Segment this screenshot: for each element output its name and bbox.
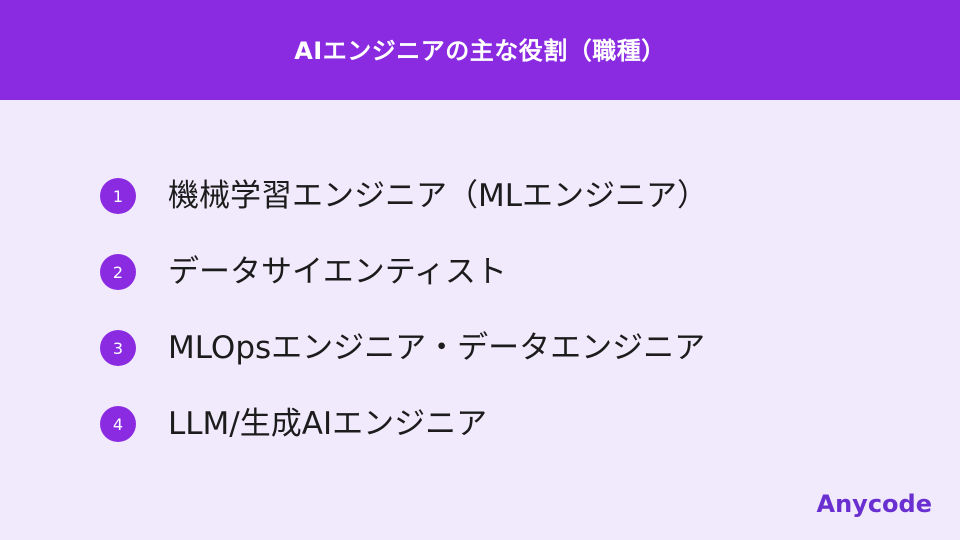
number-badge: 2	[100, 254, 136, 290]
role-list: 1 機械学習エンジニア（MLエンジニア） 2 データサイエンティスト 3 MLO…	[100, 176, 880, 480]
header-bar: AIエンジニアの主な役割（職種）	[0, 0, 960, 100]
brand-logo: Anycode	[816, 490, 932, 518]
list-item: 2 データサイエンティスト	[100, 252, 880, 292]
list-item: 3 MLOpsエンジニア・データエンジニア	[100, 328, 880, 368]
list-item-label: MLOpsエンジニア・データエンジニア	[168, 330, 706, 366]
list-item-label: データサイエンティスト	[168, 254, 507, 290]
list-item: 4 LLM/生成AIエンジニア	[100, 404, 880, 444]
page-title: AIエンジニアの主な役割（職種）	[294, 36, 666, 65]
number-badge: 3	[100, 330, 136, 366]
list-item: 1 機械学習エンジニア（MLエンジニア）	[100, 176, 880, 216]
number-badge: 1	[100, 178, 136, 214]
list-item-label: 機械学習エンジニア（MLエンジニア）	[168, 178, 709, 214]
number-badge: 4	[100, 406, 136, 442]
list-item-label: LLM/生成AIエンジニア	[168, 406, 488, 442]
